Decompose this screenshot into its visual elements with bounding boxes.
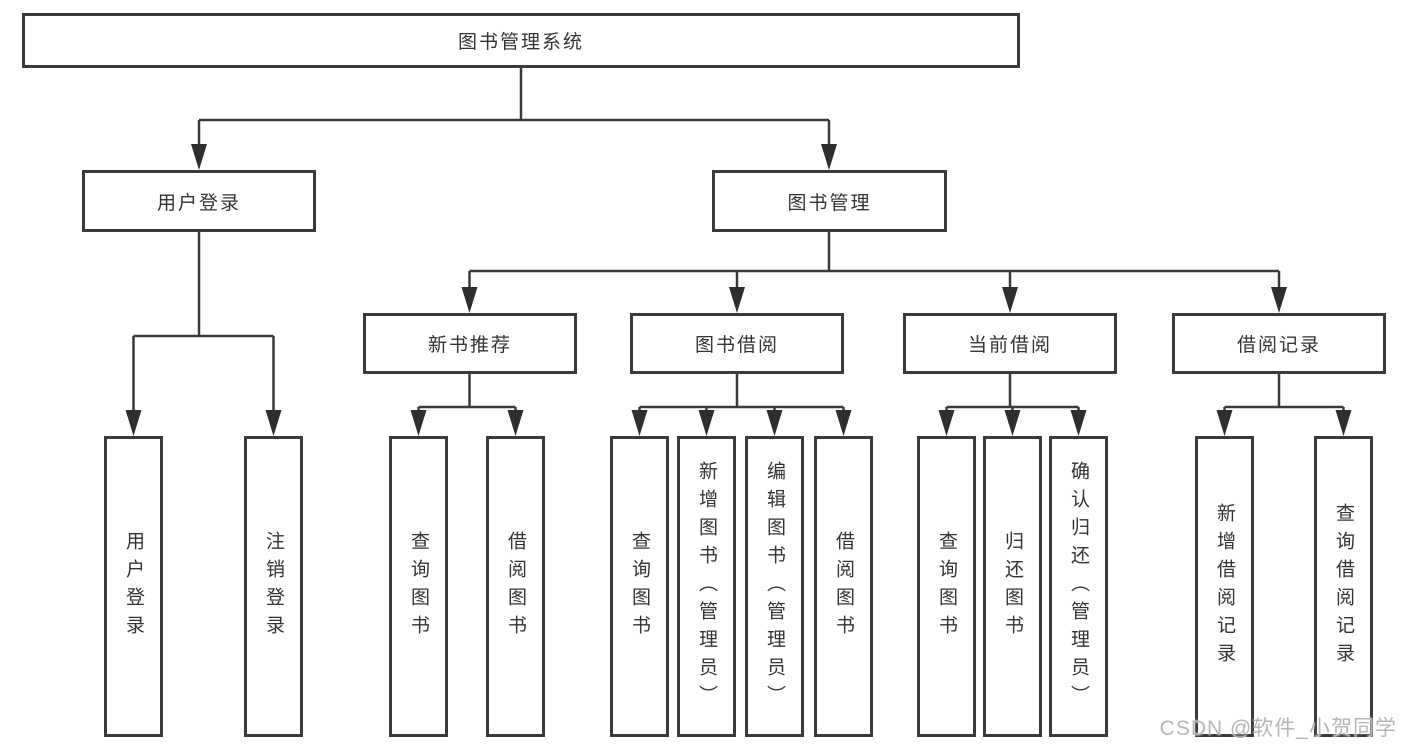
leaf-node: 查询借阅记录 (1314, 436, 1373, 737)
leaf-label: 编辑图书（管理员） (764, 460, 785, 713)
node-borrow-records: 借阅记录 (1172, 313, 1386, 374)
node-user-login: 用户登录 (82, 170, 316, 232)
leaf-node: 查询图书 (917, 436, 976, 737)
leaf-node: 用户登录 (104, 436, 163, 737)
leaf-node: 确认归还（管理员） (1049, 436, 1108, 737)
leaf-node: 编辑图书（管理员） (745, 436, 804, 737)
leaf-label: 查询图书 (408, 530, 429, 643)
node-current-borrow: 当前借阅 (903, 313, 1117, 374)
leaf-label: 用户登录 (123, 530, 144, 643)
leaf-node: 借阅图书 (486, 436, 545, 737)
leaf-label: 归还图书 (1002, 530, 1023, 643)
node-book-management: 图书管理 (712, 170, 947, 232)
node-root: 图书管理系统 (22, 13, 1020, 68)
leaf-node: 查询图书 (389, 436, 448, 737)
leaf-label: 确认归还（管理员） (1068, 460, 1089, 713)
leaf-label: 查询借阅记录 (1333, 502, 1354, 671)
leaf-label: 查询图书 (629, 530, 650, 643)
arrowhead-icons (125, 144, 1352, 436)
leaf-label: 新增借阅记录 (1214, 502, 1235, 671)
node-book-borrow: 图书借阅 (630, 313, 844, 374)
leaf-node: 归还图书 (983, 436, 1042, 737)
leaf-node: 查询图书 (610, 436, 669, 737)
leaf-label: 借阅图书 (833, 530, 854, 643)
node-new-book-recommend: 新书推荐 (363, 313, 577, 374)
leaf-label: 借阅图书 (505, 530, 526, 643)
leaf-label: 新增图书（管理员） (696, 460, 717, 713)
leaf-label: 查询图书 (936, 530, 957, 643)
leaf-node: 借阅图书 (814, 436, 873, 737)
leaf-node: 注销登录 (244, 436, 303, 737)
leaf-node: 新增图书（管理员） (677, 436, 736, 737)
leaf-node: 新增借阅记录 (1195, 436, 1254, 737)
csdn-watermark: CSDN @软件_小贺同学 (1159, 717, 1397, 740)
leaf-label: 注销登录 (263, 530, 284, 643)
